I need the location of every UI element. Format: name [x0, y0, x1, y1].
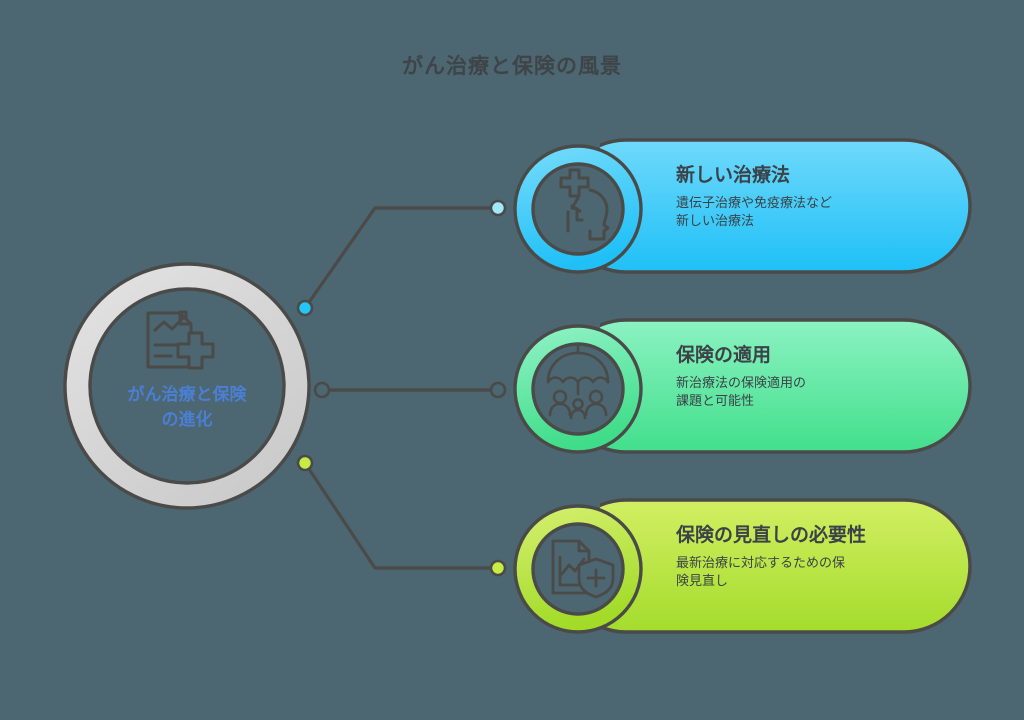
connector-dot-node-top: [489, 199, 507, 217]
connector-group: [296, 199, 507, 577]
hub-node[interactable]: [63, 262, 311, 510]
node-insurance-coverage[interactable]: [513, 318, 972, 454]
node-title-1: 保険の適用: [676, 344, 772, 366]
node-text-insurance-review: 保険の見直しの必要性 最新治療に対応するための保 険見直し: [676, 524, 944, 592]
node-desc-2: 最新治療に対応するための保 険見直し: [676, 555, 944, 592]
connector-line-bottom: [303, 461, 500, 570]
node-desc-1-line1: 新治療法の保険適用の: [676, 375, 807, 391]
node-desc-2-line1: 最新治療に対応するための保: [676, 555, 846, 571]
node-text-new-treatments: 新しい治療法 遺伝子治療や免疫療法など 新しい治療法: [676, 164, 944, 232]
connector-dot-hub-top: [296, 299, 314, 317]
node-pill-2: [600, 498, 972, 634]
node-new-treatments[interactable]: [513, 138, 972, 274]
connector-dot-node-bottom: [489, 559, 507, 577]
page-title: がん治療と保険の風景: [402, 54, 622, 78]
node-insurance-review[interactable]: [513, 498, 972, 634]
head-medical-cross-icon: [559, 168, 610, 241]
node-desc-1: 新治療法の保険適用の 課題と可能性: [676, 375, 944, 412]
connector-line-top: [303, 206, 500, 310]
node-desc-0-line1: 遺伝子治療や免疫療法など: [676, 195, 833, 211]
node-text-insurance-coverage: 保険の適用 新治療法の保険適用の 課題と可能性: [676, 344, 944, 412]
node-desc-1-line2: 課題と可能性: [676, 394, 755, 410]
document-shield-icon: [551, 539, 615, 599]
node-title-0: 新しい治療法: [676, 164, 791, 186]
node-pill-0: [600, 138, 972, 274]
medical-report-icon: [146, 310, 215, 370]
umbrella-family-icon: [546, 345, 610, 420]
hub-label: がん治療と保険 の進化: [72, 383, 302, 432]
hub-label-line1: がん治療と保険: [127, 385, 247, 405]
node-title-2: 保険の見直しの必要性: [676, 524, 867, 546]
node-desc-0: 遺伝子治療や免疫療法など 新しい治療法: [676, 195, 944, 232]
connector-dot-hub-middle: [313, 381, 331, 399]
node-desc-0-line2: 新しい治療法: [676, 214, 755, 230]
hub-inner-disc: [88, 287, 286, 485]
node-desc-2-line2: 険見直し: [676, 574, 729, 590]
connector-dot-node-middle: [489, 381, 507, 399]
node-pill-1: [600, 318, 972, 454]
connector-dot-hub-bottom: [296, 454, 314, 472]
hub-label-line2: の進化: [161, 409, 213, 430]
